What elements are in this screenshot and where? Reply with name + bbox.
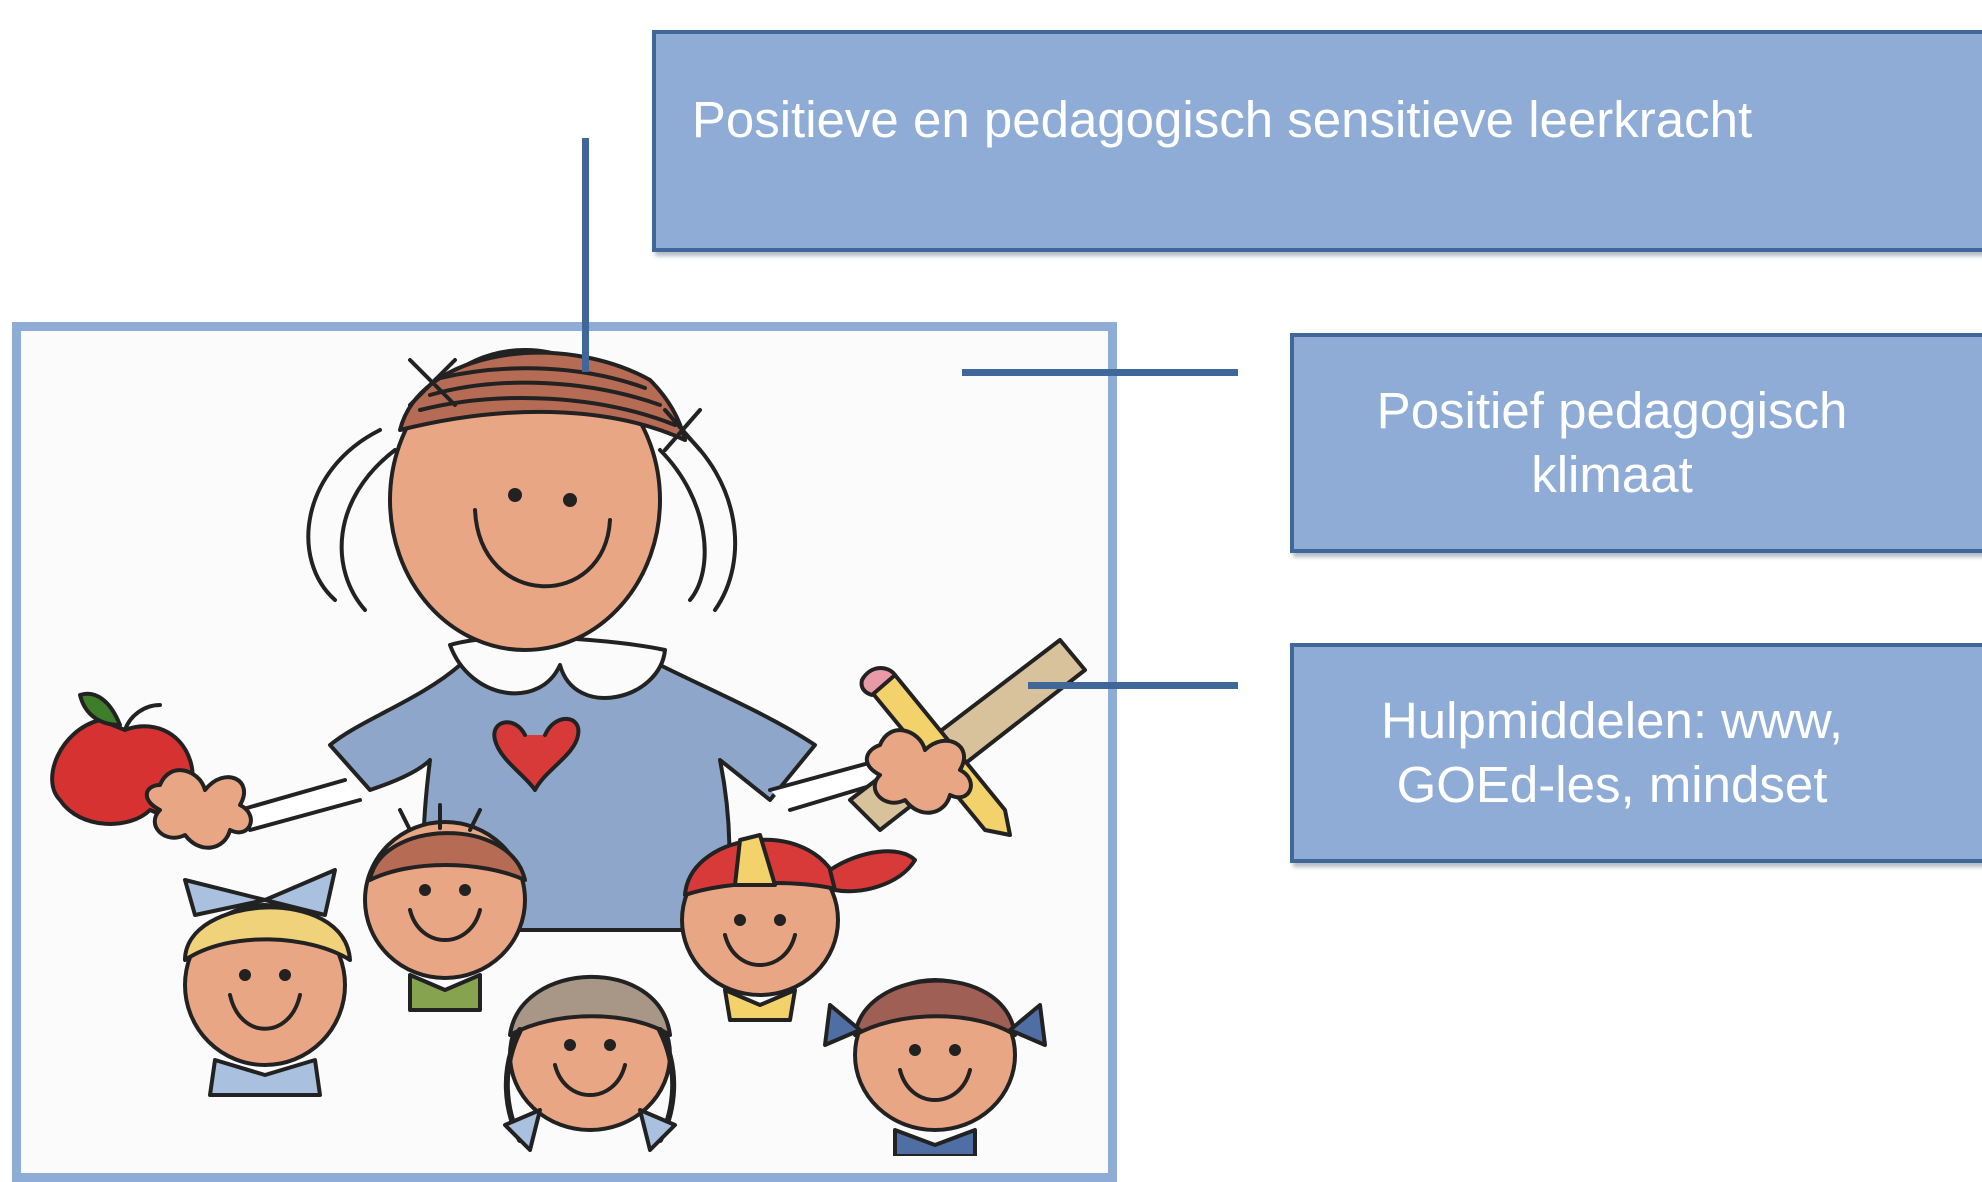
label-box-climate: Positief pedagogisch klimaat [1290,333,1982,553]
label-box-teacher: Positieve en pedagogisch sensitieve leer… [652,30,1982,252]
label-box-tools: Hulpmiddelen: www, GOEd-les, mindset [1290,643,1982,863]
connector-line-tools [1028,682,1238,689]
label-climate-text: Positief pedagogisch klimaat [1376,382,1848,503]
teacher-with-children-icon [50,348,1087,1156]
connector-line-climate [962,369,1238,376]
connector-line-teacher [582,138,589,372]
label-teacher-text: Positieve en pedagogisch sensitieve leer… [691,90,1753,148]
label-tools-text: Hulpmiddelen: www, GOEd-les, mindset [1380,692,1844,813]
